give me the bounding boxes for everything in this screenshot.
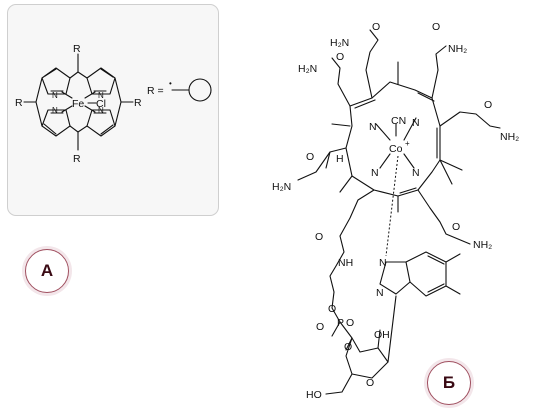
o-bottom-right: O [452, 221, 460, 233]
o-right: O [484, 99, 492, 111]
o-phos-1: O [328, 303, 336, 315]
n-benz-1: N [379, 257, 387, 269]
r-definition: R = [147, 85, 164, 97]
o-phos-4: O [344, 341, 352, 353]
n-corrin-4: N [412, 167, 420, 179]
label-b-badge: Б [427, 361, 471, 405]
n-corrin-3: N [371, 167, 379, 179]
cobalamin-structure [297, 29, 501, 395]
co-label: Co [389, 143, 403, 155]
o-ribose: O [366, 377, 374, 389]
n-a4: N [98, 106, 104, 115]
o-phos-2: O [316, 321, 324, 333]
h-label: H [336, 153, 344, 165]
n-corrin-2: N [412, 117, 420, 129]
porphyrin-panel [7, 4, 219, 216]
nh2-top-right: NH₂ [448, 43, 467, 55]
nh-label: NH [338, 257, 353, 269]
n-corrin-1: N [369, 121, 377, 133]
fe-porphyrin-structure [23, 53, 212, 151]
r-left: R [15, 97, 23, 109]
o-left: O [306, 151, 314, 163]
nh2-right: NH₂ [500, 131, 519, 143]
o-amide-bottom: O [315, 231, 323, 243]
o-left-top: O [336, 51, 344, 63]
o-top-right: O [432, 21, 440, 33]
r-top: R [73, 43, 81, 55]
n-benz-2: N [376, 287, 384, 299]
co-charge: + [405, 139, 410, 148]
label-a-badge: А [25, 249, 69, 293]
attach-point: • [169, 79, 172, 88]
o-phos-3: O [346, 317, 354, 329]
h2n-top: H₂N [330, 37, 349, 49]
nh2-bottom-right: NH₂ [473, 239, 492, 251]
cl-label: Cl [96, 98, 106, 110]
n-a1: N [52, 91, 58, 100]
h2n-left-top: H₂N [298, 63, 317, 75]
r-bottom: R [73, 153, 81, 165]
fe-label: Fe [72, 98, 84, 110]
ho-ribose: HO [306, 389, 322, 401]
o-top: O [372, 21, 380, 33]
p-label: P [337, 317, 344, 329]
oh-ribose: OH [374, 329, 390, 341]
n-a3: N [52, 106, 58, 115]
h2n-left: H₂N [272, 181, 291, 193]
r-right: R [134, 97, 142, 109]
cn-label: CN [391, 115, 406, 127]
n-a2: N [98, 91, 104, 100]
